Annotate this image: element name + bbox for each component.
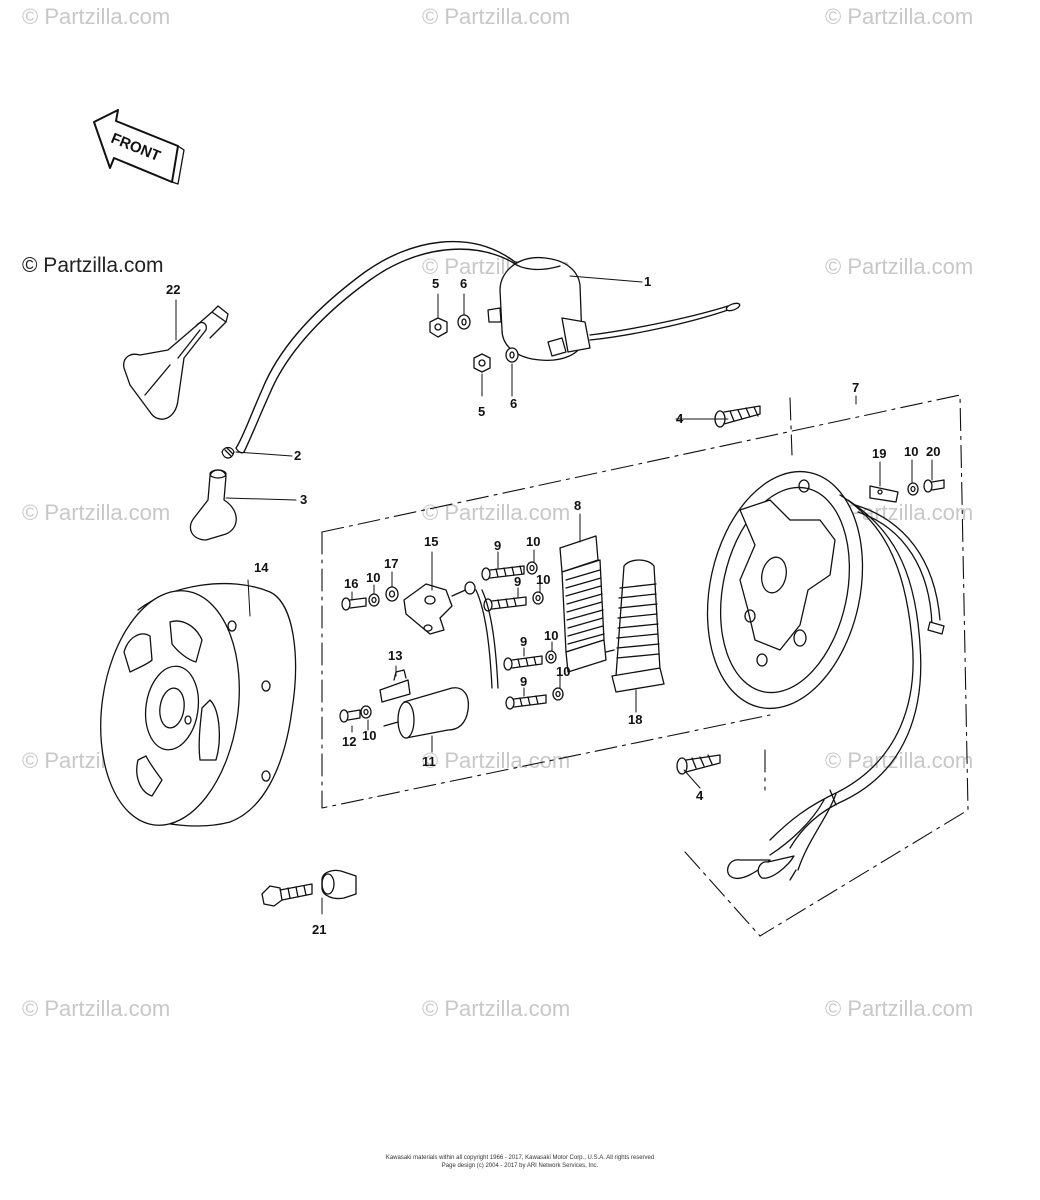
label-10: 10 [544, 628, 558, 643]
watermark: © Partzilla.com [422, 996, 571, 1021]
label-9: 9 [520, 674, 527, 689]
condenser [383, 687, 470, 739]
watermark: © Partzilla.com [825, 996, 974, 1021]
label-5: 5 [432, 276, 439, 291]
part-labels: 1 2 3 4 4 5 5 6 6 7 8 9 9 9 9 10 10 10 1… [166, 274, 940, 937]
spark-plug-cap [123, 305, 229, 420]
label-9: 9 [494, 538, 501, 553]
washer-10 [360, 705, 372, 719]
bolt-21 [261, 883, 313, 907]
screw-9 [503, 655, 543, 671]
watermark: © Partzilla.com [22, 996, 171, 1021]
label-14: 14 [254, 560, 269, 575]
label-4: 4 [676, 411, 684, 426]
watermark: © Partzilla.com [825, 254, 974, 279]
nut-5 [473, 353, 491, 373]
label-4: 4 [696, 788, 704, 803]
plug-cap [189, 469, 237, 541]
ignition-wire [235, 240, 523, 454]
washer-10 [368, 593, 380, 607]
label-10: 10 [362, 728, 376, 743]
label-22: 22 [166, 282, 180, 297]
label-12: 12 [342, 734, 356, 749]
label-11: 11 [422, 754, 436, 769]
stator-plate [706, 470, 864, 710]
leader-lines [175, 275, 933, 915]
label-6: 6 [510, 396, 517, 411]
label-10: 10 [904, 444, 918, 459]
watermark: © Partzilla.com [825, 4, 974, 29]
label-19: 19 [872, 446, 886, 461]
washer-10 [526, 561, 538, 575]
label-10: 10 [526, 534, 540, 549]
washer-10 [545, 650, 557, 664]
label-16: 16 [344, 576, 358, 591]
label-8: 8 [574, 498, 581, 513]
label-3: 3 [300, 492, 307, 507]
label-10: 10 [366, 570, 380, 585]
label-18: 18 [628, 712, 642, 727]
points-lead [475, 589, 499, 689]
page-design-line: Page design (c) 2004 - 2017 by ARI Netwo… [441, 1163, 599, 1169]
nut-5 [429, 317, 448, 338]
label-2: 2 [294, 448, 301, 463]
watermark: © Partzilla.com [22, 254, 164, 277]
washer-10 [532, 591, 544, 605]
stator-assembly-outline [321, 394, 969, 937]
label-17: 17 [384, 556, 398, 571]
label-10: 10 [556, 664, 570, 679]
screw-20 [923, 479, 945, 493]
charging-coil-8 [559, 535, 615, 673]
washer-6 [505, 347, 519, 363]
watermark: © Partzilla.com [422, 500, 571, 525]
screw-16 [341, 597, 367, 611]
watermark: © Partzilla.com [22, 500, 171, 525]
stator-harness [726, 494, 945, 881]
label-1: 1 [644, 274, 651, 289]
ignition-coil [487, 256, 741, 361]
washer-10 [552, 687, 564, 701]
wire-end [221, 446, 235, 459]
screw-4 [714, 405, 761, 428]
flywheel-rotor [100, 582, 297, 827]
screw-9 [505, 694, 547, 710]
label-9: 9 [514, 574, 521, 589]
label-10: 10 [536, 572, 550, 587]
watermark: © Partzilla.com [422, 4, 571, 29]
contact-breaker [403, 581, 476, 635]
screw-9 [481, 565, 525, 581]
watermark: © Partzilla.com [22, 4, 171, 29]
label-13: 13 [388, 648, 402, 663]
label-5: 5 [478, 404, 485, 419]
label-20: 20 [926, 444, 940, 459]
screw-9 [483, 596, 527, 612]
front-arrow-icon: FRONT [93, 109, 185, 185]
washer-17 [385, 586, 399, 602]
lighting-coil-18 [611, 559, 665, 693]
washer-10 [907, 482, 919, 496]
label-9: 9 [520, 634, 527, 649]
label-7: 7 [852, 380, 859, 395]
washer-6 [457, 314, 471, 330]
clamp-19 [869, 485, 899, 503]
label-15: 15 [424, 534, 438, 549]
copyright-line: Kawasaki materials within all copyright … [385, 1155, 655, 1161]
screw-4 [676, 754, 721, 775]
spacer-21 [321, 869, 357, 900]
condenser-clamp [379, 669, 411, 703]
screw-12 [339, 709, 361, 723]
label-21: 21 [312, 922, 326, 937]
watermark: © Partzilla.com [422, 748, 571, 773]
label-6: 6 [460, 276, 467, 291]
